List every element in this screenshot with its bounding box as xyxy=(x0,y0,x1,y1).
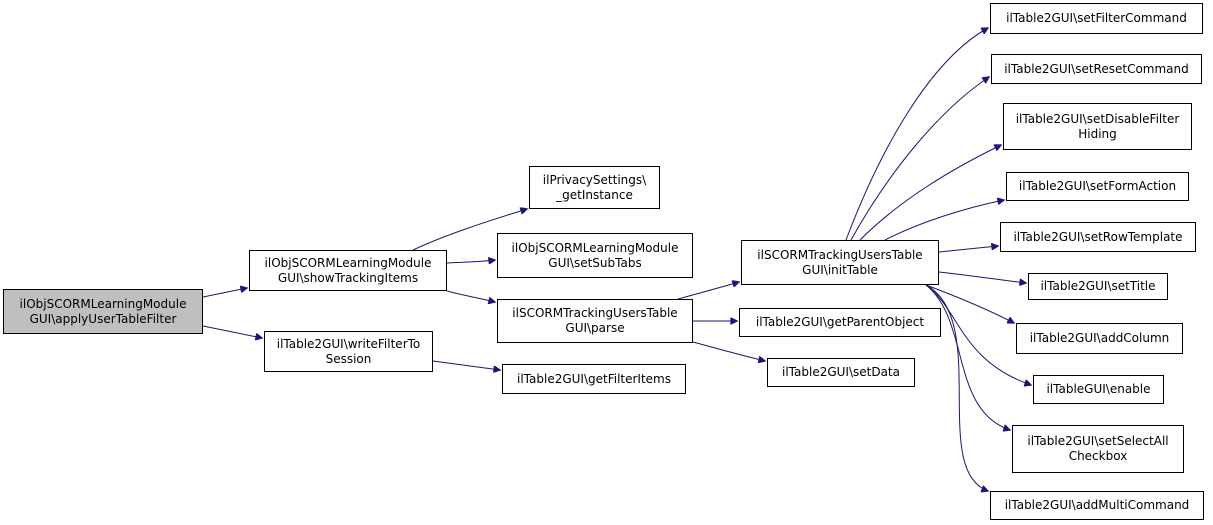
edge-showTrackingItems-to-getInstance xyxy=(412,209,527,251)
node-label-line: GUI\setSubTabs xyxy=(548,255,642,270)
node-label-line: ilTable2GUI\setResetCommand xyxy=(1004,61,1189,76)
node-label: ilTable2GUI\addMultiCommand xyxy=(1005,498,1190,513)
node-label-line: ilSCORMTrackingUsersTable xyxy=(512,306,678,320)
node-setResetCommand[interactable]: ilTable2GUI\setResetCommand xyxy=(991,54,1202,84)
node-label-line: ilTable2GUI\setRowTemplate xyxy=(1013,229,1183,244)
node-label-line: ilTable2GUI\setFormAction xyxy=(1018,179,1177,193)
node-setTitle[interactable]: ilTable2GUI\setTitle xyxy=(1028,273,1168,300)
node-label: ilTable2GUI\getParentObject xyxy=(756,315,924,330)
node-setFormAction[interactable]: ilTable2GUI\setFormAction xyxy=(1006,172,1189,201)
node-label-line: ilTableGUI\enable xyxy=(1046,382,1151,396)
node-setFilterCommand[interactable]: ilTable2GUI\setFilterCommand xyxy=(990,3,1203,34)
edge-initTable-to-setFilterCommand xyxy=(845,28,988,241)
edge-showTrackingItems-to-setSubTabs xyxy=(446,260,495,263)
node-label: ilTable2GUI\setRowTemplate xyxy=(1013,230,1182,245)
edge-applyUserTableFilter-to-showTrackingItems xyxy=(202,288,247,298)
node-label-line: ilTable2GUI\setFilterCommand xyxy=(1006,11,1187,25)
edge-initTable-to-addColumn xyxy=(925,284,1014,323)
edge-initTable-to-setDisableFilterHiding xyxy=(859,145,1001,241)
node-addColumn[interactable]: ilTable2GUI\addColumn xyxy=(1016,323,1183,354)
node-label-line: ilObjSCORMLearningModule xyxy=(511,240,679,255)
node-label-line: ilTable2GUI\getParentObject xyxy=(755,315,925,329)
node-label-line: GUI\applyUserTableFilter xyxy=(29,311,177,326)
node-label-line: ilSCORMTrackingUsersTable xyxy=(757,247,923,262)
edge-initTable-to-setResetCommand xyxy=(850,77,989,241)
node-setRowTemplate[interactable]: ilTable2GUI\setRowTemplate xyxy=(1000,222,1196,252)
edge-initTable-to-setRowTemplate xyxy=(938,246,998,253)
node-enable[interactable]: ilTableGUI\enable xyxy=(1033,375,1164,404)
node-label: ilTable2GUI\setFormAction xyxy=(1019,179,1176,194)
node-label-line: ilTable2GUI\setDisableFilter xyxy=(1015,111,1180,126)
edge-initTable-to-setFormAction xyxy=(884,200,1004,241)
node-label-line: ilTable2GUI\writeFilterTo xyxy=(276,336,421,351)
edge-initTable-to-setTitle xyxy=(938,271,1026,283)
node-label-line: ilTable2GUI\getFilterItems xyxy=(517,371,671,386)
edge-applyUserTableFilter-to-writeFilterToSession xyxy=(202,325,262,338)
node-setData[interactable]: ilTable2GUI\setData xyxy=(767,358,915,387)
node-label: ilPrivacySettings\_getInstance xyxy=(543,173,646,203)
edge-writeFilterToSession-to-getFilterItems xyxy=(432,360,500,370)
edge-parse-to-initTable xyxy=(677,282,739,300)
node-label-line: ilTable2GUI\setTitle xyxy=(1040,279,1156,293)
node-label-line: ilTable2GUI\addMultiCommand xyxy=(1004,498,1190,512)
node-label-line: Hiding xyxy=(1078,126,1117,141)
edge-initTable-to-enable xyxy=(925,284,1031,385)
node-label-line: ilObjSCORMLearningModule xyxy=(264,255,432,270)
node-label-line: ilTable2GUI\addColumn xyxy=(1029,331,1170,345)
edge-initTable-to-setSelectAllCheckbox xyxy=(925,284,1010,430)
node-label-line: ilTable2GUI\setData xyxy=(782,365,900,379)
node-label: ilTableGUI\enable xyxy=(1046,382,1150,397)
edge-showTrackingItems-to-parse xyxy=(446,290,495,302)
node-label-line: Session xyxy=(325,351,372,366)
node-label-line: GUI\showTrackingItems xyxy=(277,270,419,285)
node-label: ilTable2GUI\addColumn xyxy=(1030,331,1170,346)
node-getFilterItems[interactable]: ilTable2GUI\getFilterItems xyxy=(502,364,686,394)
node-label: ilTable2GUI\getFilterItems xyxy=(517,372,671,387)
node-label-line: ilObjSCORMLearningModule xyxy=(19,296,187,311)
node-getInstance[interactable]: ilPrivacySettings\_getInstance xyxy=(529,166,660,209)
node-label: ilTable2GUI\setData xyxy=(782,365,900,380)
node-label-line: ilPrivacySettings\ xyxy=(542,172,647,187)
node-label: ilTable2GUI\setFilterCommand xyxy=(1006,11,1187,26)
node-label-line: GUI\initTable xyxy=(802,262,878,277)
edge-parse-to-setData xyxy=(692,341,765,361)
node-label: ilTable2GUI\setTitle xyxy=(1040,279,1155,294)
node-label-line: _getInstance xyxy=(556,187,633,202)
node-label: ilTable2GUI\setResetCommand xyxy=(1004,62,1189,77)
node-label-line: GUI\parse xyxy=(565,321,625,335)
node-addMultiCommand[interactable]: ilTable2GUI\addMultiCommand xyxy=(990,491,1204,520)
node-label-line: ilTable2GUI\setSelectAll xyxy=(1027,434,1169,448)
node-getParentObject[interactable]: ilTable2GUI\getParentObject xyxy=(739,308,941,337)
node-label-line: Checkbox xyxy=(1068,449,1128,463)
edge-initTable-to-addMultiCommand xyxy=(925,284,988,491)
